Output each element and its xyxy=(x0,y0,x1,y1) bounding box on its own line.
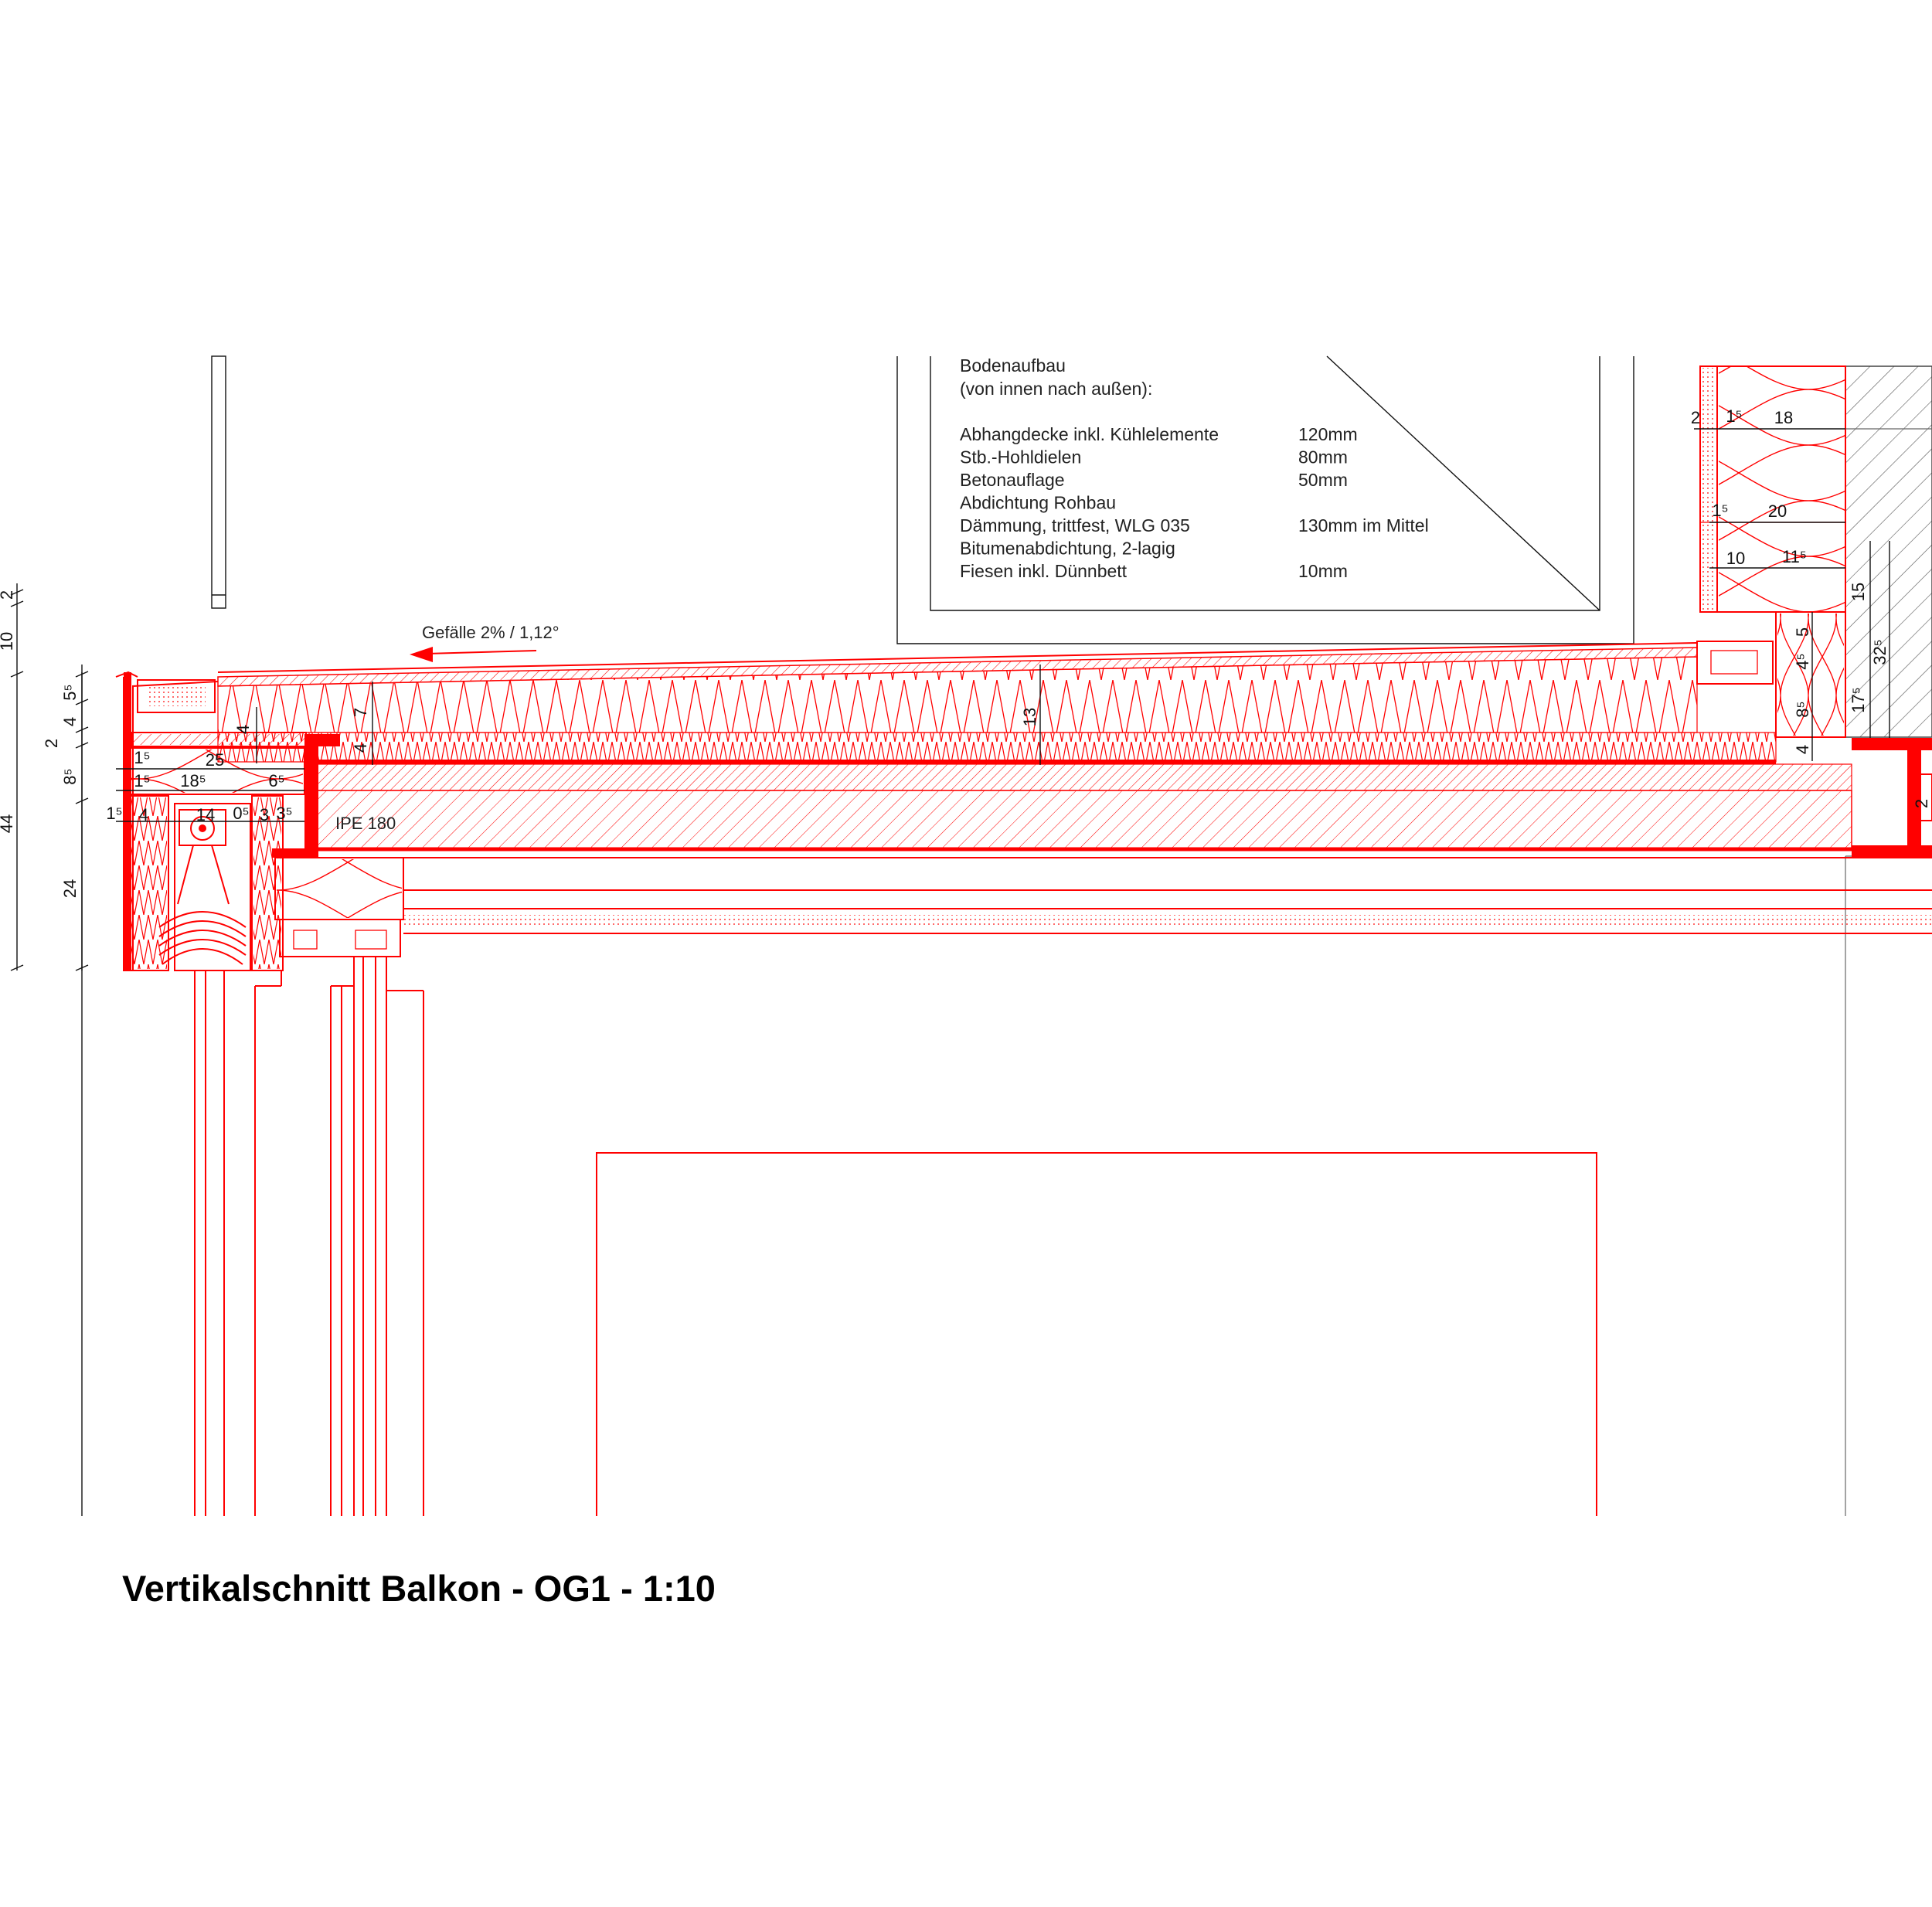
dimension-label: 4 xyxy=(233,725,253,734)
legend-row-value: 120mm xyxy=(1298,424,1358,444)
dimension-label: 25 xyxy=(206,750,224,770)
dimension-label: 7 xyxy=(351,708,370,717)
dimension-label: 10 xyxy=(1726,549,1745,568)
wall-insulation xyxy=(1699,365,1846,613)
legend-subheading: (von innen nach außen): xyxy=(960,379,1152,399)
legend-frame xyxy=(896,355,1634,644)
beam-label: IPE 180 xyxy=(335,814,396,833)
dimension-label: 2 xyxy=(1912,799,1931,808)
dimension-label: 2 xyxy=(1691,408,1700,427)
dimension-label: 0⁵ xyxy=(233,804,249,823)
rolled-slats xyxy=(158,911,247,965)
legend-row-name: Fiesen inkl. Dünnbett xyxy=(960,561,1128,581)
dimension-label: 1⁵ xyxy=(106,804,122,823)
legend-row-value: 130mm im Mittel xyxy=(1298,515,1429,535)
dimension-label: 13 xyxy=(1020,708,1039,726)
dimension-label: 14 xyxy=(196,805,215,824)
legend-row-name: Abhangdecke inkl. Kühlelemente xyxy=(960,424,1219,444)
dimension-label: 10 xyxy=(0,632,16,651)
floor-buildup-legend: Bodenaufbau (von innen nach außen): Abha… xyxy=(960,355,1429,581)
legend-row-value: 10mm xyxy=(1298,561,1348,581)
lintel-insulation xyxy=(274,857,404,957)
dimension-label: 24 xyxy=(60,879,80,898)
legend-heading: Bodenaufbau xyxy=(960,355,1066,376)
dimension-label: 4⁵ xyxy=(1793,653,1812,669)
dimension-label: 18⁵ xyxy=(180,771,206,790)
dimension-label: 8⁵ xyxy=(1793,701,1812,717)
door-frame-lower xyxy=(194,957,424,1516)
dimension-label: 1⁵ xyxy=(134,748,150,767)
floor-slab xyxy=(217,642,1852,852)
dimension-label: 17⁵ xyxy=(1849,687,1868,713)
dimension-label: 20 xyxy=(1768,501,1787,521)
dimension-label: 1⁵ xyxy=(1712,501,1728,520)
dimension-label: 1⁵ xyxy=(134,771,150,790)
dimension-label: 2 xyxy=(42,739,61,748)
dimension-label: 4 xyxy=(60,717,80,726)
dimension-label: 18 xyxy=(1774,408,1793,427)
dimension-label: 5 xyxy=(1793,627,1812,637)
beam-left: IPE 180 xyxy=(272,734,396,858)
legend-row-name: Abdichtung Rohbau xyxy=(960,493,1116,513)
legend-row-name: Stb.-Hohldielen xyxy=(960,447,1081,467)
dimension-label: 44 xyxy=(0,814,16,833)
dimension-label: 3⁵ xyxy=(276,804,292,823)
dimension-label: 1⁵ xyxy=(1726,406,1742,426)
legend-row-value: 50mm xyxy=(1298,470,1348,490)
dimension-label: 4 xyxy=(1793,745,1812,754)
dimension-labels: 210445⁵428⁵241⁵251⁵18⁵6⁵1⁵4140⁵33⁵474132… xyxy=(0,406,1931,898)
dimension-lines xyxy=(10,428,1890,971)
existing-wall xyxy=(1845,365,1932,1516)
dimension-label: 4 xyxy=(139,805,148,824)
slope-label: Gefälle 2% / 1,12° xyxy=(422,623,560,642)
legend-row-name: Betonauflage xyxy=(960,470,1065,490)
roller-blind-box xyxy=(158,803,251,971)
legend-rows: Abhangdecke inkl. Kühlelemente 120mmStb.-… xyxy=(960,424,1429,581)
dimension-label: 4 xyxy=(351,743,370,753)
dimension-label: 11⁵ xyxy=(1782,547,1807,566)
interior-door-outline xyxy=(596,1152,1597,1516)
dimension-label: 3 xyxy=(260,805,269,824)
wall-base-profile xyxy=(1696,611,1846,738)
dimension-label: 2 xyxy=(0,590,16,600)
slope-indicator: Gefälle 2% / 1,12° xyxy=(410,623,560,662)
dimension-label: 32⁵ xyxy=(1870,639,1889,665)
dimension-label: 5⁵ xyxy=(60,684,80,700)
drawing-title: Vertikalschnitt Balkon - OG1 - 1:10 xyxy=(122,1568,716,1609)
legend-row-name: Bitumenabdichtung, 2-lagig xyxy=(960,539,1175,559)
dimension-label: 8⁵ xyxy=(60,768,80,784)
upper-window-jamb xyxy=(211,355,226,609)
dimension-label: 6⁵ xyxy=(268,771,284,790)
dimension-label: 15 xyxy=(1849,583,1868,601)
ipe-beam-right xyxy=(1852,738,1932,858)
legend-row-name: Dämmung, trittfest, WLG 035 xyxy=(960,515,1190,535)
ceiling-lines xyxy=(403,857,1932,934)
legend-row-value: 80mm xyxy=(1298,447,1348,467)
